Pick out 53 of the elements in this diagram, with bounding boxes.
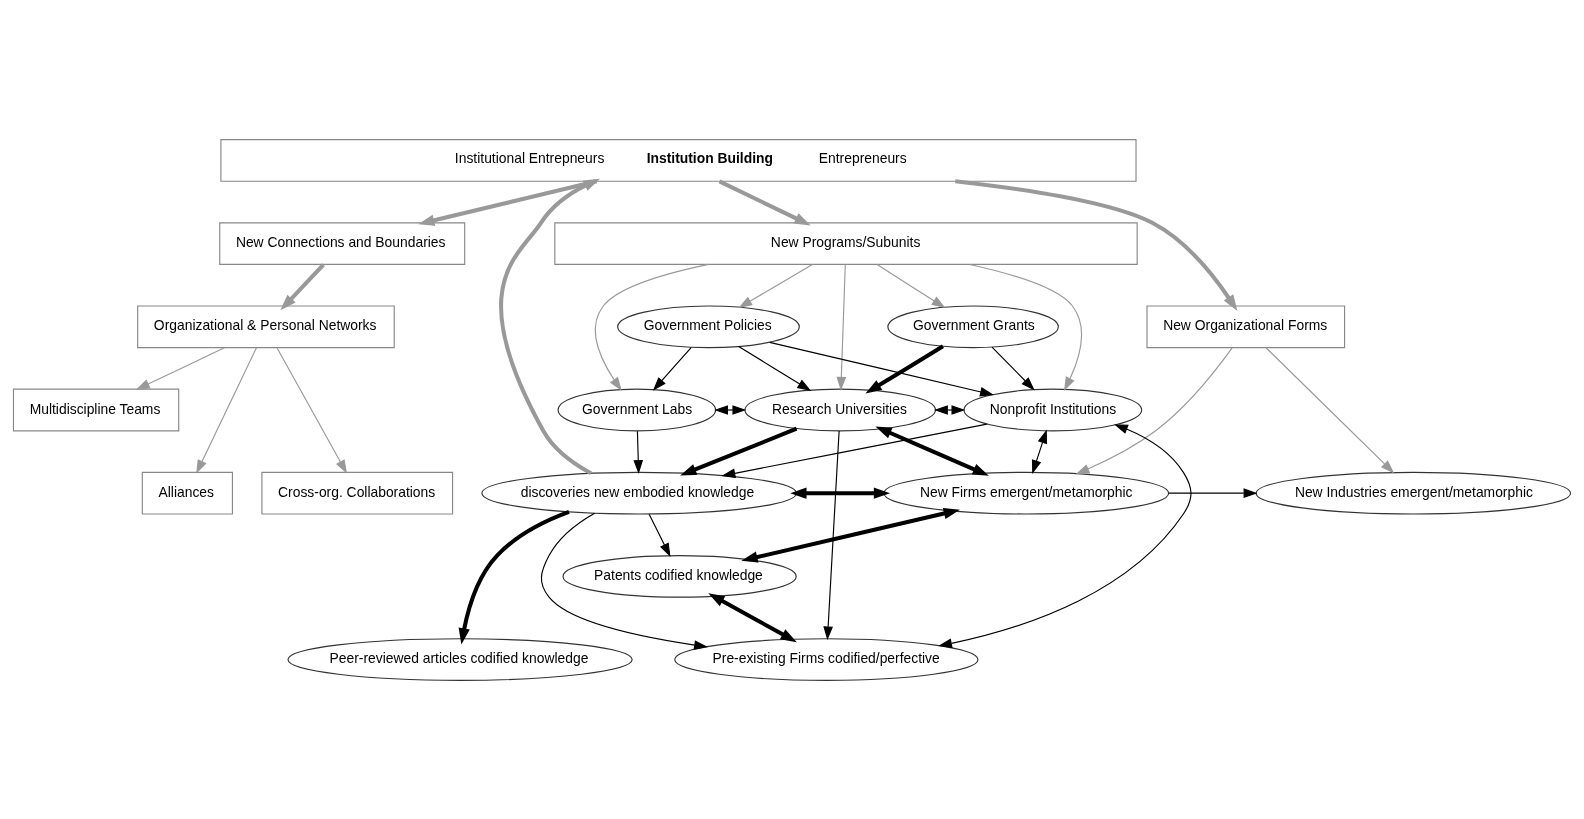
arrow xyxy=(738,263,813,308)
arrow xyxy=(1265,346,1395,473)
arrow xyxy=(714,404,747,415)
node-box: New Organizational Forms xyxy=(1146,304,1346,348)
arrow xyxy=(933,404,966,415)
node-ellipse: Patents codified knowledge xyxy=(562,554,797,598)
arrow xyxy=(276,346,348,474)
node-box: New Connections and Boundaries xyxy=(219,221,466,265)
arrow xyxy=(648,513,671,557)
arrow xyxy=(769,341,994,397)
arrow xyxy=(708,592,797,642)
arrow xyxy=(280,262,325,310)
arrow xyxy=(721,423,988,478)
node-ellipse: discoveries new embodied knowledge xyxy=(481,471,797,515)
arrow xyxy=(938,423,1192,648)
node-ellipse: Research Universities xyxy=(744,388,937,431)
node-ellipse: New Firms emergent/metamorphic xyxy=(883,471,1170,515)
arrow xyxy=(1031,428,1048,474)
arrow xyxy=(418,178,598,226)
node-box: Cross-org. Collaborations xyxy=(261,471,454,515)
arrow xyxy=(458,509,570,645)
arrow xyxy=(738,345,812,391)
node-box: New Programs/Subunits xyxy=(554,221,1138,265)
node-ellipse: Peer-reviewed articles codified knowledge xyxy=(287,637,633,681)
arrow xyxy=(865,344,944,393)
node-box: Alliances xyxy=(141,471,233,515)
arrow xyxy=(652,346,692,391)
arrow xyxy=(823,429,840,640)
arrow xyxy=(1168,487,1258,498)
node-box: Organizational & Personal Networks xyxy=(137,304,395,348)
node-box: Institutional Entrepneurs Institution Building Entrepreneurs xyxy=(220,138,1137,182)
arrow xyxy=(633,430,644,474)
arrow xyxy=(969,263,1082,391)
arrow xyxy=(680,426,798,476)
arrow xyxy=(1075,346,1233,474)
node-ellipse: Government Labs xyxy=(557,388,717,431)
node-box: Multidiscipline Teams xyxy=(12,388,180,431)
arrow xyxy=(196,346,258,474)
node-ellipse: Government Policies xyxy=(617,304,800,348)
arrow xyxy=(836,263,847,391)
arrow xyxy=(594,263,710,391)
arrow xyxy=(955,178,1238,311)
arrow xyxy=(876,263,946,308)
node-ellipse: New Industries emergent/metamorphic xyxy=(1255,471,1572,515)
arrow xyxy=(135,346,225,390)
arrow xyxy=(875,425,989,476)
arrow xyxy=(540,512,709,650)
arrow xyxy=(499,178,600,475)
arrow xyxy=(718,179,811,225)
arrow xyxy=(991,346,1035,390)
arrow xyxy=(790,487,891,499)
arrow xyxy=(741,507,960,563)
node-ellipse: Government Grants xyxy=(887,304,1059,348)
